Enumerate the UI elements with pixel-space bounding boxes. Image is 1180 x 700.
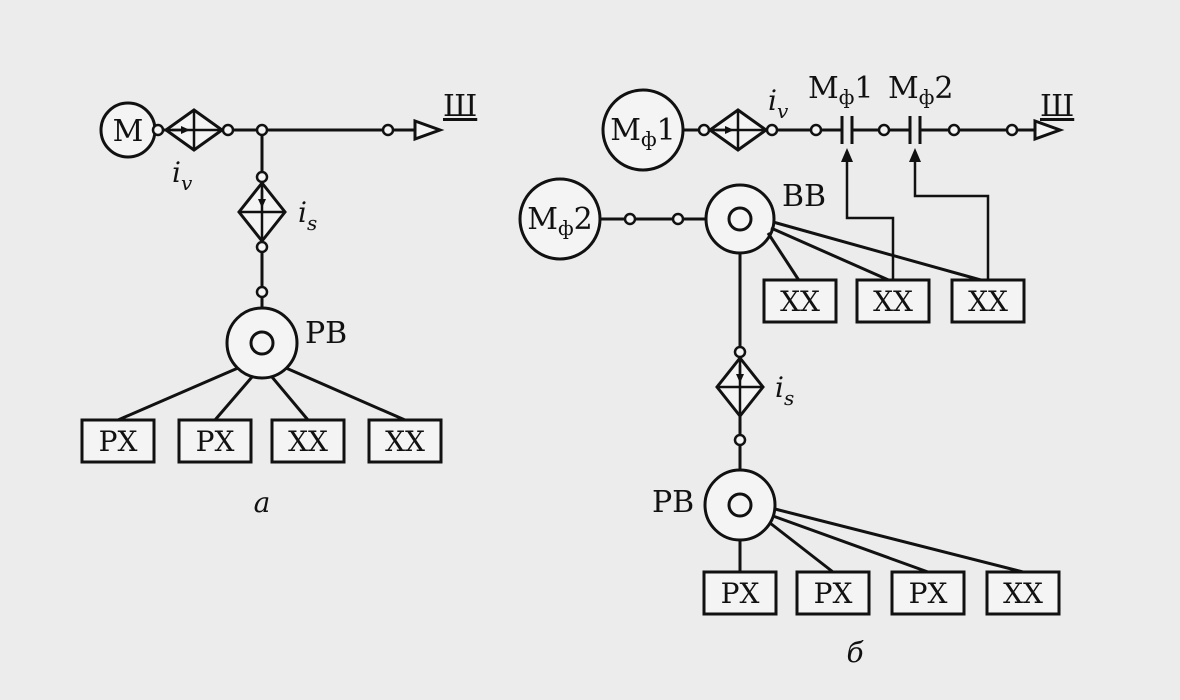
output-arrow-b xyxy=(1033,118,1065,142)
motor-a-label: М xyxy=(113,114,144,149)
aux-box-b-1-label: ХХ xyxy=(780,285,820,318)
variator-iv-b xyxy=(707,108,769,152)
joint xyxy=(809,123,823,137)
aux-box-b-3-label: ХХ xyxy=(968,285,1008,318)
clutch-b2 xyxy=(908,116,922,144)
box-b-4-label: ХХ xyxy=(1003,577,1043,610)
box-b-1-label: РХ xyxy=(721,577,760,610)
clutch-b1 xyxy=(840,116,854,144)
distributor-a-hub xyxy=(249,330,275,356)
motor-b2-label: Мф2 xyxy=(527,202,592,240)
aux-distributor-b-hub xyxy=(727,206,753,232)
output-label-a: Ш xyxy=(443,89,477,124)
box-b-2-label: РХ xyxy=(814,577,853,610)
joint xyxy=(255,123,269,137)
box-a-2 xyxy=(177,418,253,464)
box-a-2-label: РХ xyxy=(196,425,235,458)
diagram-a: М iv Ш is РВ xyxy=(80,89,477,519)
box-b-1 xyxy=(702,570,778,616)
joint xyxy=(255,170,269,184)
joint xyxy=(765,123,779,137)
joint xyxy=(733,345,747,359)
joint xyxy=(255,240,269,254)
output-label-b: Ш xyxy=(1040,89,1074,124)
aux-distributor-b-label: ВВ xyxy=(782,179,826,214)
diagram-b: Мф1 iv Мф1 Мф2 Ш xyxy=(518,71,1074,669)
box-b-3-label: РХ xyxy=(909,577,948,610)
joint xyxy=(877,123,891,137)
is-label-b: is xyxy=(775,371,794,410)
iv-label-b: iv xyxy=(768,84,789,123)
aux-box-b-2-label: ХХ xyxy=(873,285,913,318)
joint xyxy=(733,433,747,447)
clutch-b1-label: Мф1 xyxy=(808,71,873,109)
distributor-a-label: РВ xyxy=(305,316,347,351)
box-b-2 xyxy=(795,570,871,616)
aux-box-b-3 xyxy=(950,278,1026,324)
box-b-4 xyxy=(985,570,1061,616)
box-a-1 xyxy=(80,418,156,464)
joint xyxy=(221,123,235,137)
joint xyxy=(151,123,165,137)
output-arrow-a xyxy=(413,118,445,142)
box-a-4-label: ХХ xyxy=(385,425,425,458)
joint xyxy=(255,285,269,299)
caption-b: б xyxy=(846,636,864,669)
box-a-1-label: РХ xyxy=(99,425,138,458)
control-arrow-2 xyxy=(909,148,921,162)
joint xyxy=(671,212,685,226)
control-arrow-1 xyxy=(841,148,853,162)
distributor-b-label: РВ xyxy=(652,485,694,520)
aux-box-b-2 xyxy=(855,278,931,324)
aux-box-b-1 xyxy=(762,278,838,324)
joint xyxy=(1005,123,1019,137)
clutch-b2-label: Мф2 xyxy=(888,71,953,109)
box-a-4 xyxy=(367,418,443,464)
joint xyxy=(381,123,395,137)
iv-label-a: iv xyxy=(172,156,193,195)
variator-is-b xyxy=(715,355,765,419)
motor-b1-label: Мф1 xyxy=(610,113,675,151)
box-a-3 xyxy=(270,418,346,464)
box-a-3-label: ХХ xyxy=(288,425,328,458)
control-line-2 xyxy=(913,160,990,290)
is-label-a: is xyxy=(298,196,317,235)
distributor-b-hub xyxy=(727,492,753,518)
box-b-3 xyxy=(890,570,966,616)
variator-is-a xyxy=(237,180,287,244)
variator-iv-a xyxy=(163,108,225,152)
joint xyxy=(623,212,637,226)
caption-a: а xyxy=(254,486,271,519)
joint xyxy=(947,123,961,137)
